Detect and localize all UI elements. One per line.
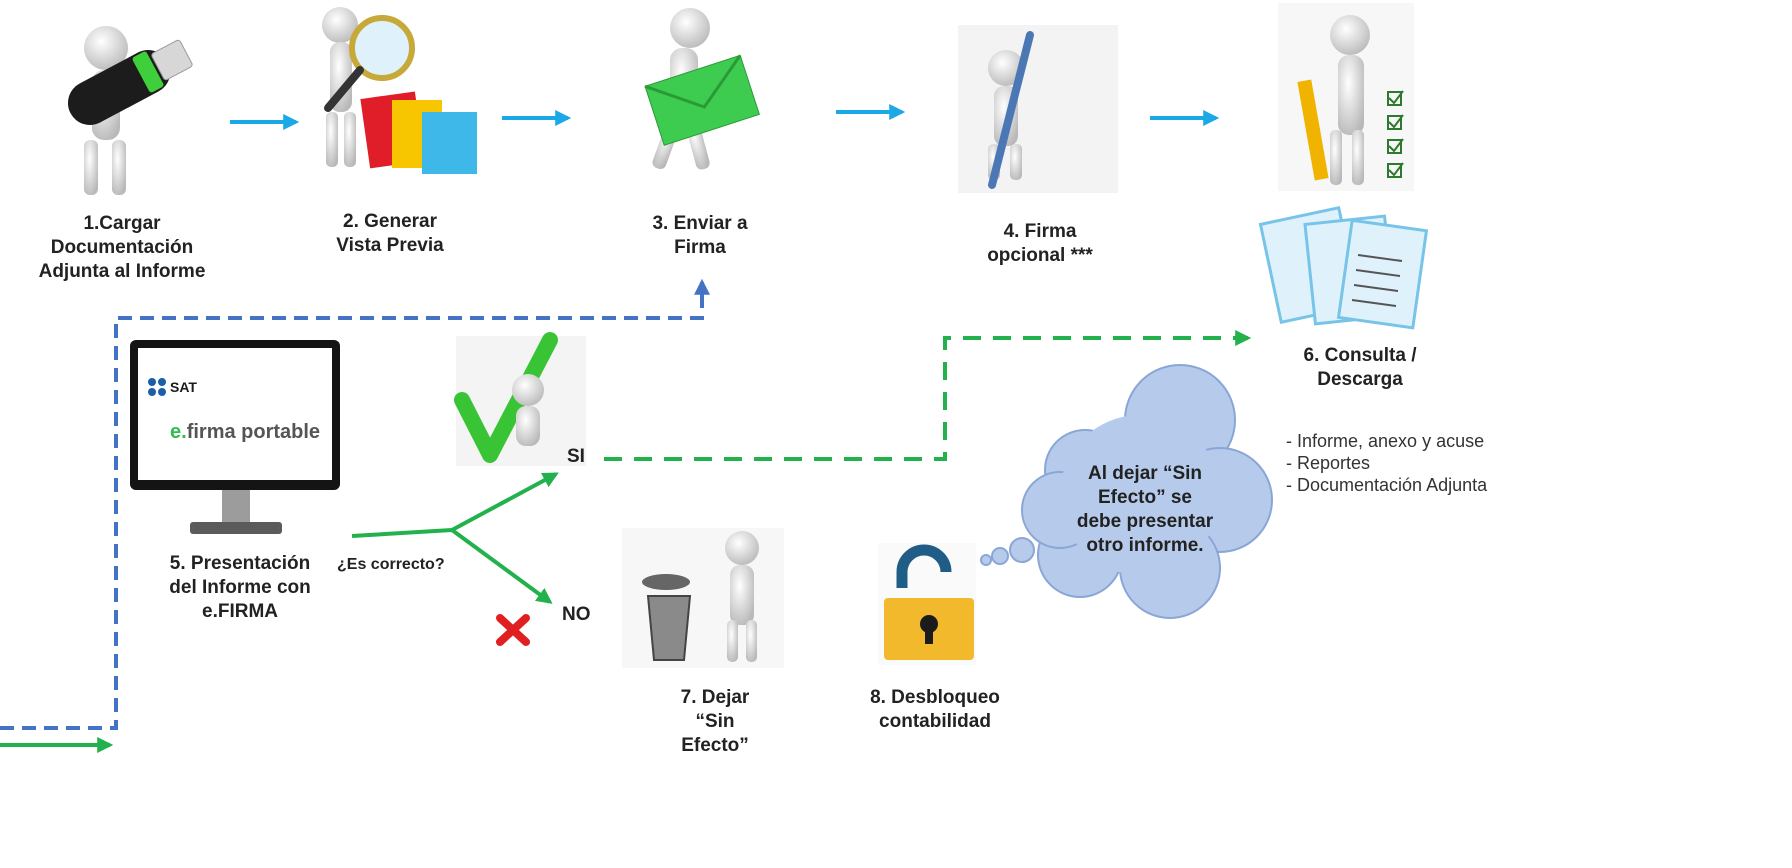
sat-logo	[148, 378, 166, 396]
blue-dashed-path	[0, 278, 710, 730]
checklist-person-icon	[1278, 3, 1414, 191]
svg-text:e.firma portable: e.firma portable	[170, 421, 320, 443]
cloud-note-text: Al dejar “Sin Efecto” se debe presentar …	[1076, 463, 1214, 556]
step-1-label: 1.Cargar Documentación Adjunta al Inform…	[38, 213, 206, 282]
decision-label: ¿Es correcto?	[337, 556, 445, 573]
documents-icon	[1258, 198, 1430, 330]
flow-arrows	[230, 104, 1220, 130]
step-7-label: 7. Dejar “Sin Efecto”	[680, 687, 750, 756]
monitor-brand: SAT	[170, 379, 197, 395]
pen-person-icon	[958, 25, 1118, 193]
step-5-label: 5. Presentación del Informe con e.FIRMA	[169, 553, 311, 622]
monitor-icon: SAT e.firma portable	[130, 340, 340, 534]
trash-person-icon	[622, 528, 784, 668]
magnifier-folders-icon	[322, 7, 477, 174]
monitor-product-prefix: e.	[170, 421, 187, 443]
download-list: - Informe, anexo y acuse - Reportes - Do…	[1286, 430, 1487, 496]
padlock-icon	[878, 543, 976, 665]
green-dashed-path	[604, 330, 1252, 461]
red-x-icon	[496, 614, 530, 646]
decision-branch	[351, 472, 559, 604]
thought-cloud	[980, 364, 1273, 619]
monitor-product: firma portable	[187, 421, 320, 443]
usb-person-icon	[67, 26, 193, 195]
branch-yes-label: SI	[567, 446, 585, 467]
checkmark-person-icon	[454, 332, 586, 466]
branch-no-label: NO	[562, 604, 591, 625]
step-4-label: 4. Firma opcional ***	[987, 221, 1093, 266]
download-item: - Documentación Adjunta	[1286, 475, 1488, 495]
download-item: - Informe, anexo y acuse	[1286, 431, 1485, 451]
step-2-label: 2. Generar Vista Previa	[336, 211, 444, 256]
step-6-label: 6. Consulta / Descarga	[1303, 345, 1417, 390]
download-item: - Reportes	[1286, 453, 1371, 473]
step-3-label: 3. Enviar a Firma	[652, 213, 748, 258]
envelope-person-icon	[644, 8, 760, 170]
step-8-label: 8. Desbloqueo contabilidad	[870, 687, 1000, 732]
